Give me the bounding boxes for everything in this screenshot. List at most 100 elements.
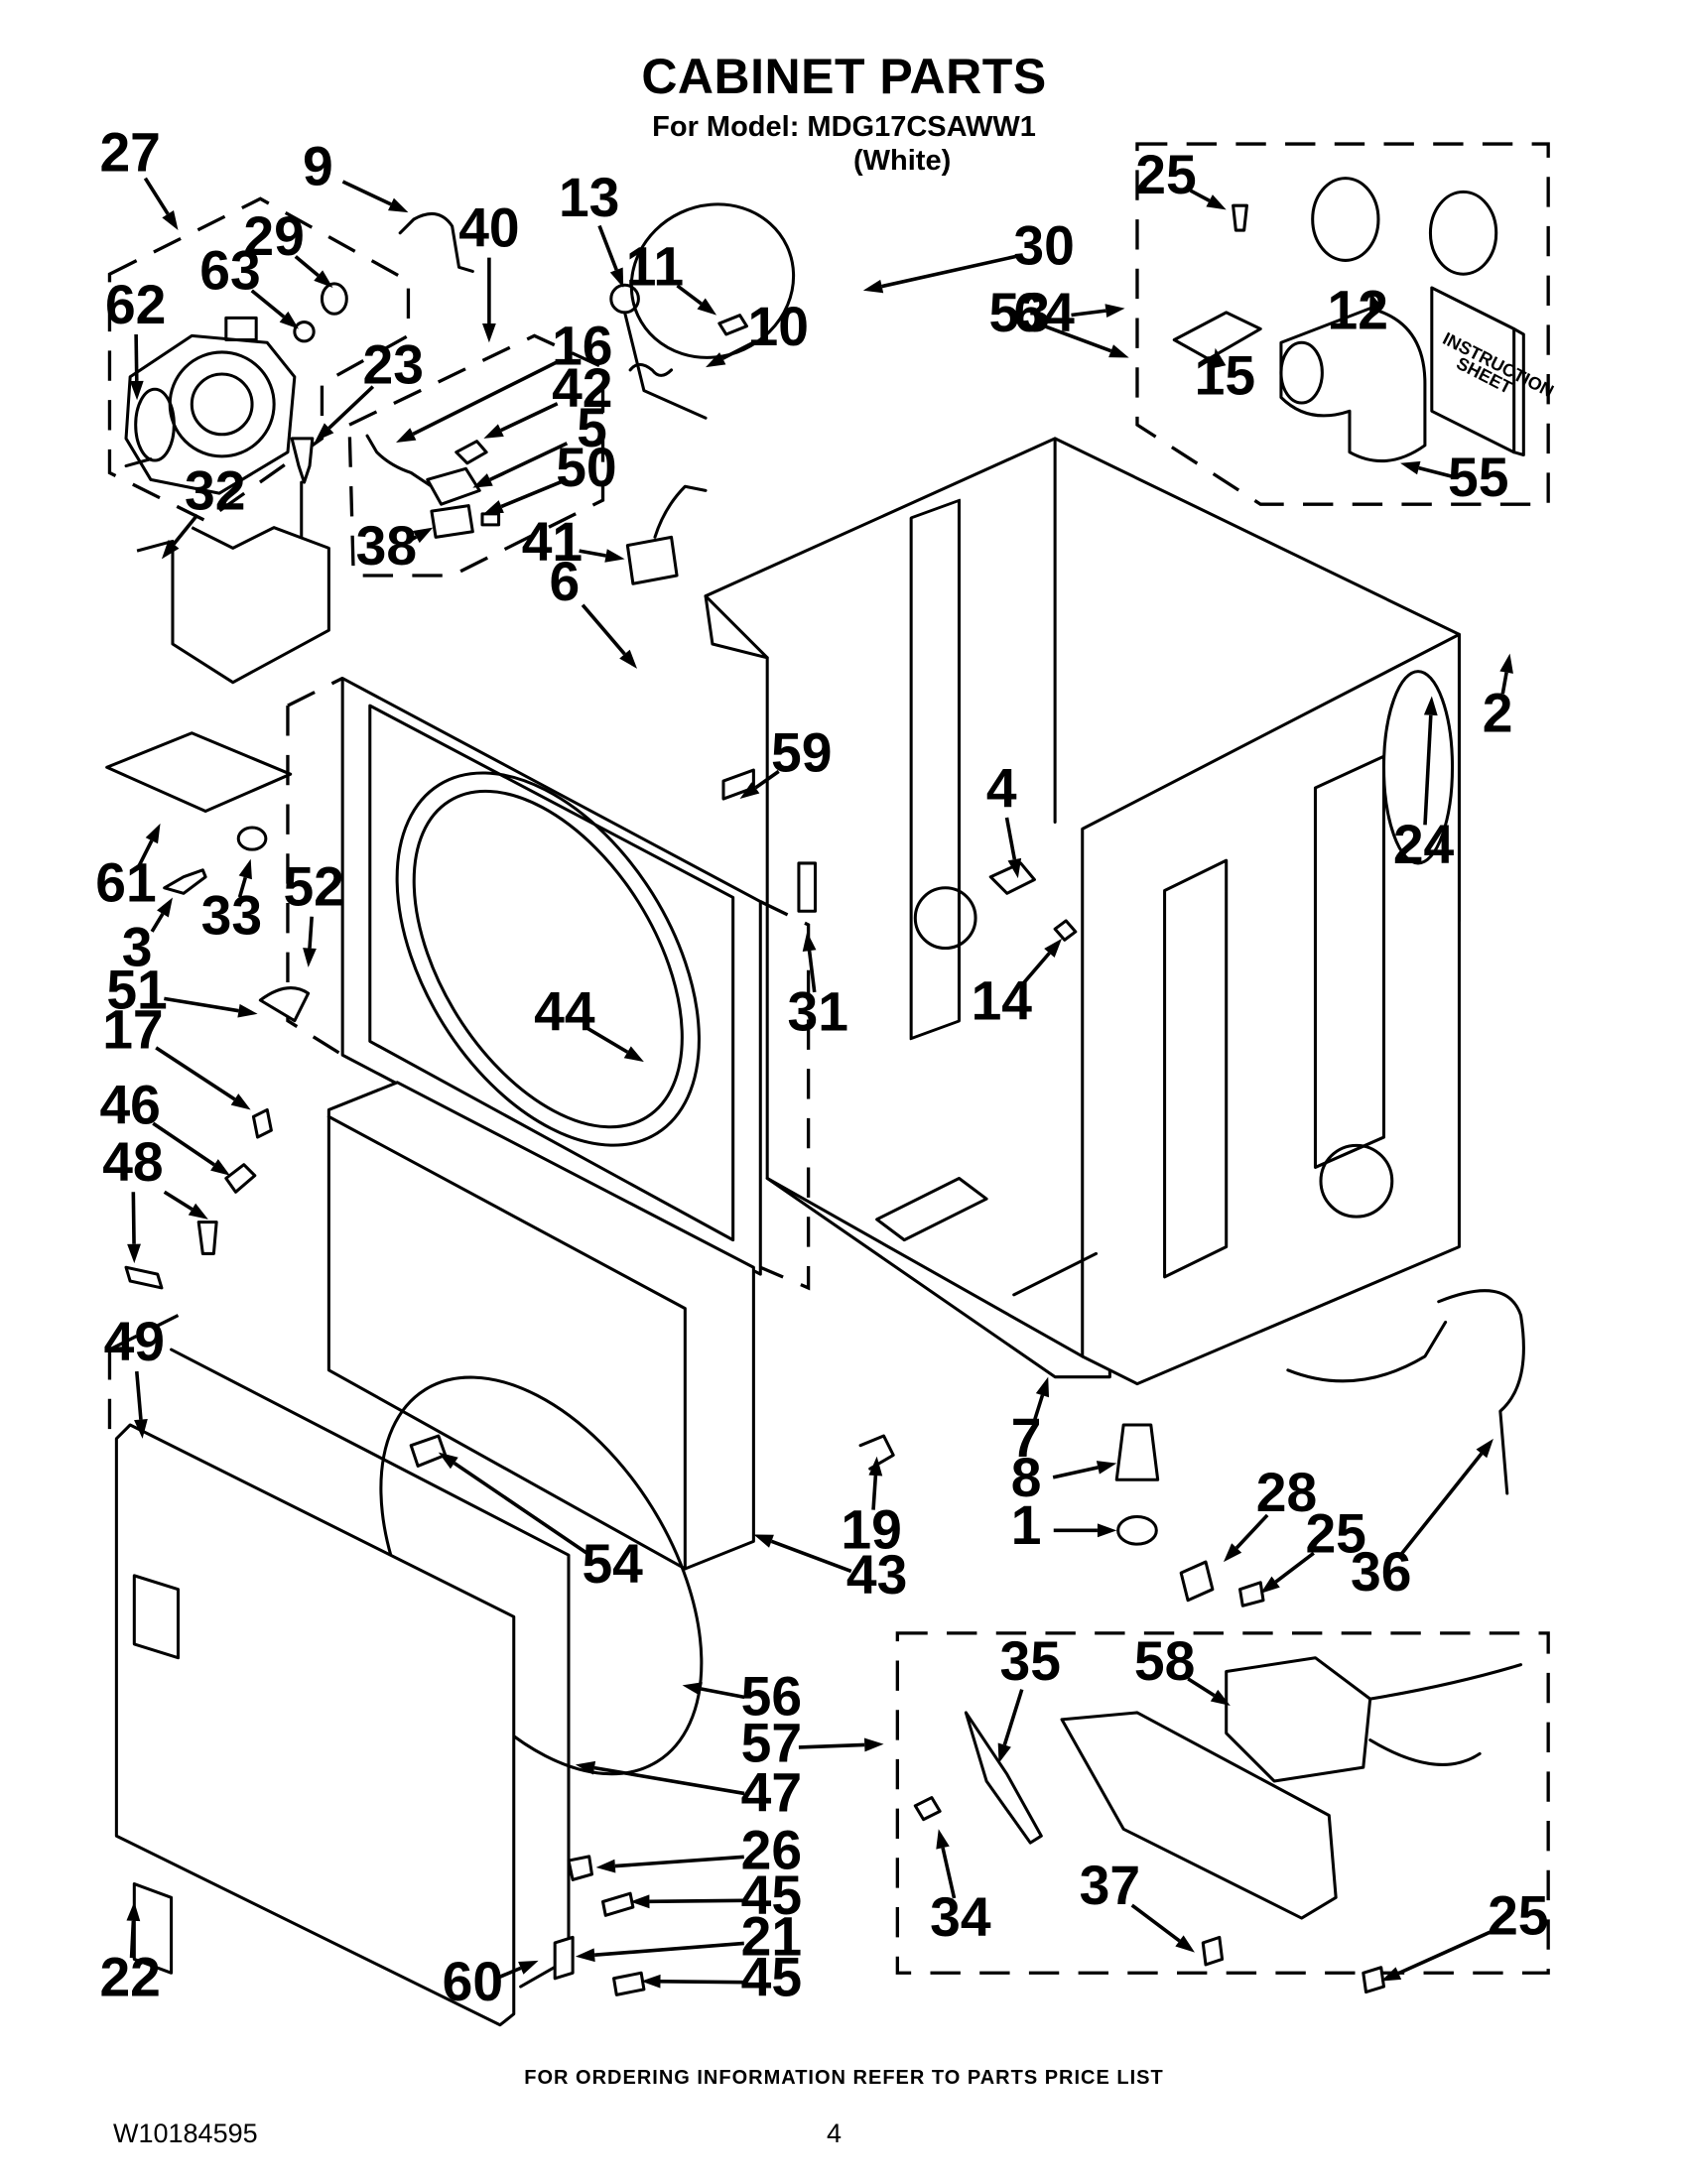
callout-number: 48 [102, 1131, 163, 1193]
leader-line [489, 442, 569, 481]
callout-number: 19 [841, 1498, 901, 1560]
arrow-head-icon [1380, 1967, 1402, 1982]
arrow-head-icon [609, 267, 624, 289]
callout-25: 25 [1380, 1885, 1549, 1982]
callout-number: 40 [458, 197, 519, 259]
callout-38: 38 [356, 515, 434, 577]
screw-45b [612, 1971, 646, 1996]
installation-kit-boundary [1135, 142, 1550, 506]
callout-number: 37 [1080, 1855, 1140, 1916]
callout-number: 12 [1328, 279, 1388, 340]
callout-45: 45 [641, 1947, 802, 2008]
callout-50: 50 [483, 437, 617, 514]
leader-line [871, 1475, 878, 1510]
leader-line [134, 1370, 143, 1420]
callout-1: 1 [1011, 1494, 1117, 1556]
callout-19: 19 [841, 1456, 902, 1560]
arrow-head-icon [604, 549, 625, 563]
callout-24: 24 [1393, 696, 1455, 875]
callout-43: 43 [753, 1534, 907, 1606]
leader-line [1500, 672, 1508, 695]
callout-number: 45 [741, 1947, 802, 2008]
arrow-head-icon [595, 1859, 616, 1873]
door-boundary [107, 1314, 180, 1439]
harness-16 [365, 434, 434, 488]
leader-line [237, 876, 248, 898]
callout-number: 34 [930, 1886, 991, 1948]
callout-64: 64 [1013, 282, 1125, 343]
callout-number: 10 [748, 296, 809, 357]
callout-31: 31 [788, 931, 848, 1042]
leader-line [129, 1920, 136, 1959]
vent-cap-12b [1428, 190, 1498, 276]
arrow-head-icon [1400, 460, 1421, 475]
burner-assembly [1060, 1711, 1338, 1920]
leader-line [163, 1190, 194, 1212]
arrow-head-icon [1175, 1935, 1195, 1953]
valve-wires [1368, 1663, 1523, 1766]
callout-number: 25 [1488, 1885, 1548, 1947]
callout-number: 4 [986, 757, 1017, 819]
screw-25b [1237, 1581, 1265, 1607]
arrow-head-icon [802, 931, 817, 952]
callout-5: 5 [472, 397, 607, 488]
callout-57: 57 [741, 1713, 884, 1774]
hinge-clip-52 [258, 986, 311, 1023]
callout-63: 63 [199, 239, 299, 329]
arrow-head-icon [483, 424, 504, 439]
callout-number: 53 [989, 282, 1050, 343]
arrow-head-icon [279, 311, 299, 329]
arrow-head-icon [1499, 653, 1513, 674]
arrow-head-icon [396, 428, 417, 444]
callout-59: 59 [739, 721, 832, 800]
elbow-55 [1279, 307, 1427, 463]
callout-number: 21 [741, 1905, 802, 1967]
arrow-head-icon [619, 649, 638, 669]
door-outer-49 [114, 1423, 516, 2027]
callout-number: 57 [741, 1713, 802, 1774]
arrow-head-icon [413, 527, 434, 544]
arrow-head-icon [753, 1534, 774, 1548]
bumper-26 [567, 1855, 593, 1881]
leader-line [1189, 189, 1211, 202]
arrow-head-icon [641, 1974, 661, 1989]
leader-line [1004, 817, 1017, 860]
arrow-head-icon [1097, 1523, 1117, 1538]
leader-line [137, 839, 154, 867]
callout-33: 33 [201, 858, 262, 947]
instruction-sheet: INSTRUCTION SHEET [1430, 286, 1557, 457]
callout-25: 25 [1135, 144, 1227, 210]
callout-41: 41 [522, 511, 625, 573]
callout-number: 23 [363, 334, 424, 396]
callout-number: 47 [741, 1761, 802, 1823]
arrow-head-icon [1104, 304, 1125, 318]
burner-kit-boundary [895, 1631, 1550, 1975]
callout-number: 33 [201, 885, 262, 947]
leader-line [593, 1765, 745, 1796]
leader-line [676, 284, 703, 306]
callout-number: 27 [99, 122, 160, 184]
vent-cap-12a [1311, 177, 1380, 262]
leader-line [327, 385, 375, 430]
leader-line [341, 180, 392, 206]
leader-line [1052, 1466, 1099, 1479]
callout-45: 45 [630, 1864, 802, 1926]
leader-line [412, 359, 559, 437]
callout-37: 37 [1080, 1855, 1195, 1953]
arrow-head-icon [157, 897, 173, 918]
callout-47: 47 [575, 1760, 802, 1823]
callout-number: 8 [1011, 1447, 1042, 1508]
callout-number: 32 [185, 460, 245, 522]
arrow-head-icon [630, 1894, 650, 1909]
callout-21: 21 [575, 1905, 802, 1967]
callout-number: 16 [552, 315, 612, 376]
callout-number: 15 [1195, 345, 1255, 407]
callout-number: 5 [577, 397, 607, 458]
callout-number: 41 [522, 511, 583, 573]
leader-line [586, 1027, 629, 1054]
motor-62 [124, 316, 297, 495]
callout-61: 61 [95, 823, 161, 914]
leader-line [500, 402, 559, 433]
arrow-head-icon [1007, 857, 1022, 879]
cover-plate-15 [1172, 311, 1262, 361]
